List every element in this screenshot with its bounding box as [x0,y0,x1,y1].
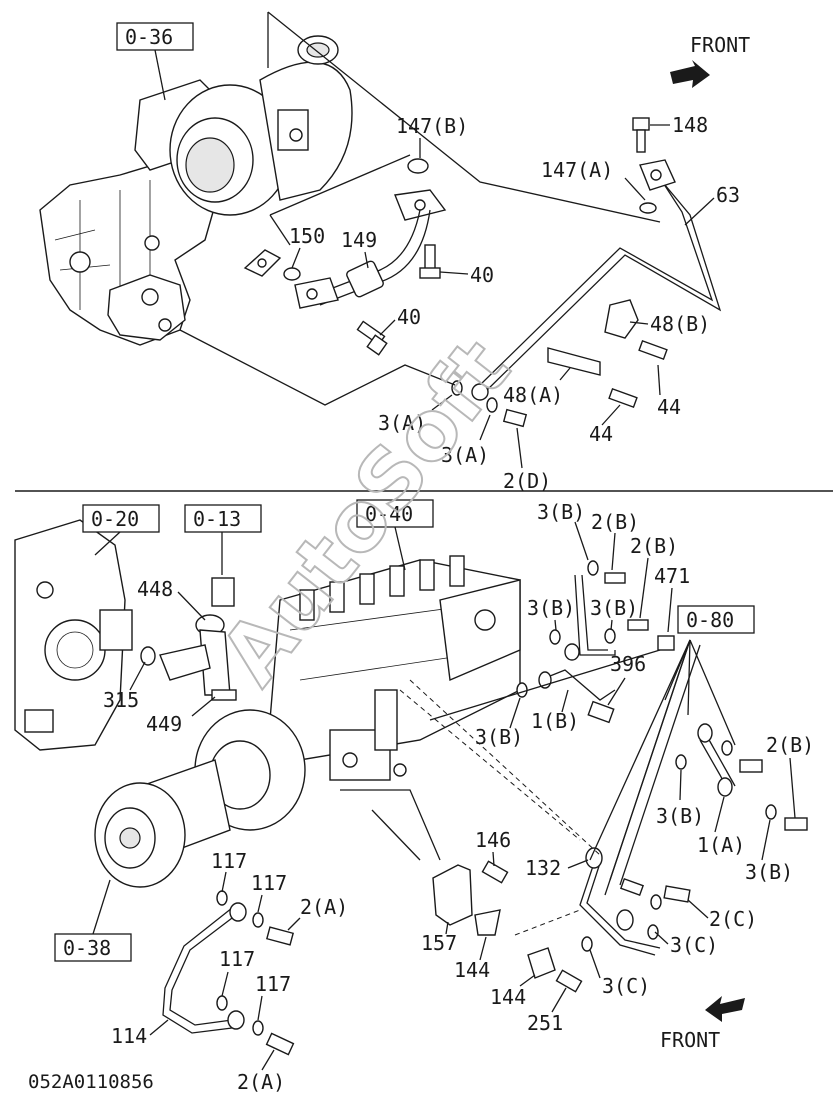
leak-off-pipes [516,560,808,956]
label-117-d: 117 [255,972,291,996]
label-2b-2: 2(B) [630,534,678,558]
sensor-448 [140,577,237,701]
label-40-b: 40 [397,305,421,329]
label-117-b: 117 [251,871,287,895]
label-148: 148 [672,113,708,137]
front-arrow-icon [705,996,745,1022]
label-150: 150 [289,224,325,248]
svg-text:0-38: 0-38 [63,936,111,960]
ref-box-0-38[interactable]: 0-38 [54,933,132,962]
svg-text:0-20: 0-20 [91,507,139,531]
label-471: 471 [654,564,690,588]
ref-box-0-13[interactable]: 0-13 [184,504,262,533]
label-132: 132 [525,856,561,880]
label-3a-2: 3(A) [441,443,489,467]
label-44-a: 44 [657,395,681,419]
label-44-b: 44 [589,422,613,446]
label-147b: 147(B) [396,114,468,138]
label-146: 146 [475,828,511,852]
label-251: 251 [527,1011,563,1035]
label-144-b: 144 [490,985,526,1009]
label-63: 63 [716,183,740,207]
label-2d: 2(D) [503,469,551,493]
front-arrow-top: FRONT [670,33,750,88]
label-3b-2: 3(B) [527,596,575,620]
label-157: 157 [421,931,457,955]
ref-box-0-40[interactable]: 0-40 [356,499,434,528]
label-144-a: 144 [454,958,490,982]
label-3b-3: 3(B) [590,596,638,620]
label-147a: 147(A) [541,158,613,182]
ref-box-0-36[interactable]: 0-36 [116,22,194,51]
ref-box-0-20[interactable]: 0-20 [82,504,160,533]
label-1a: 1(A) [697,833,745,857]
label-3b-5: 3(B) [656,804,704,828]
label-114: 114 [111,1024,147,1048]
label-3a-1: 3(A) [378,411,426,435]
svg-text:0-40: 0-40 [365,502,413,526]
label-117-c: 117 [219,947,255,971]
ref-box-0-80[interactable]: 0-80 [677,605,755,634]
label-3b-4: 3(B) [475,725,523,749]
label-315: 315 [103,688,139,712]
bottom-part-labels: 448 315 449 3(B) 2(B) 2(B) 471 3(B) 3(B)… [103,500,814,1094]
pipe-114 [162,890,295,1056]
turbocharger-assembly [39,35,353,346]
injection-pump-assembly [14,519,521,888]
label-3b-6: 3(B) [745,860,793,884]
svg-text:FRONT: FRONT [660,1028,720,1052]
oil-feed-pipe-top [243,158,447,356]
label-449: 449 [146,712,182,736]
drawing-code: 052A0110856 [28,1071,154,1093]
label-448: 448 [137,577,173,601]
bracket-157 [432,860,583,993]
top-part-labels: 147(B) 148 147(A) 63 150 149 40 40 48(B)… [289,113,740,493]
svg-text:0-13: 0-13 [193,507,241,531]
front-arrow-bottom: FRONT [660,996,745,1052]
label-2b-3: 2(B) [766,733,814,757]
svg-text:FRONT: FRONT [690,33,750,57]
label-3b-1: 3(B) [537,500,585,524]
label-3c-1: 3(C) [670,933,718,957]
label-3c-2: 3(C) [602,974,650,998]
label-117-a: 117 [211,849,247,873]
svg-text:0-80: 0-80 [686,608,734,632]
label-40-a: 40 [470,263,494,287]
front-arrow-icon [670,60,710,88]
label-2a-1: 2(A) [300,895,348,919]
label-48b: 48(B) [650,312,710,336]
label-1b: 1(B) [531,709,579,733]
label-2a-2: 2(A) [237,1070,285,1094]
label-2b-1: 2(B) [591,510,639,534]
label-149: 149 [341,228,377,252]
oil-pipe-63 [451,117,722,428]
label-396: 396 [610,652,646,676]
svg-text:0-36: 0-36 [125,25,173,49]
label-2c: 2(C) [709,907,757,931]
label-48a: 48(A) [503,383,563,407]
